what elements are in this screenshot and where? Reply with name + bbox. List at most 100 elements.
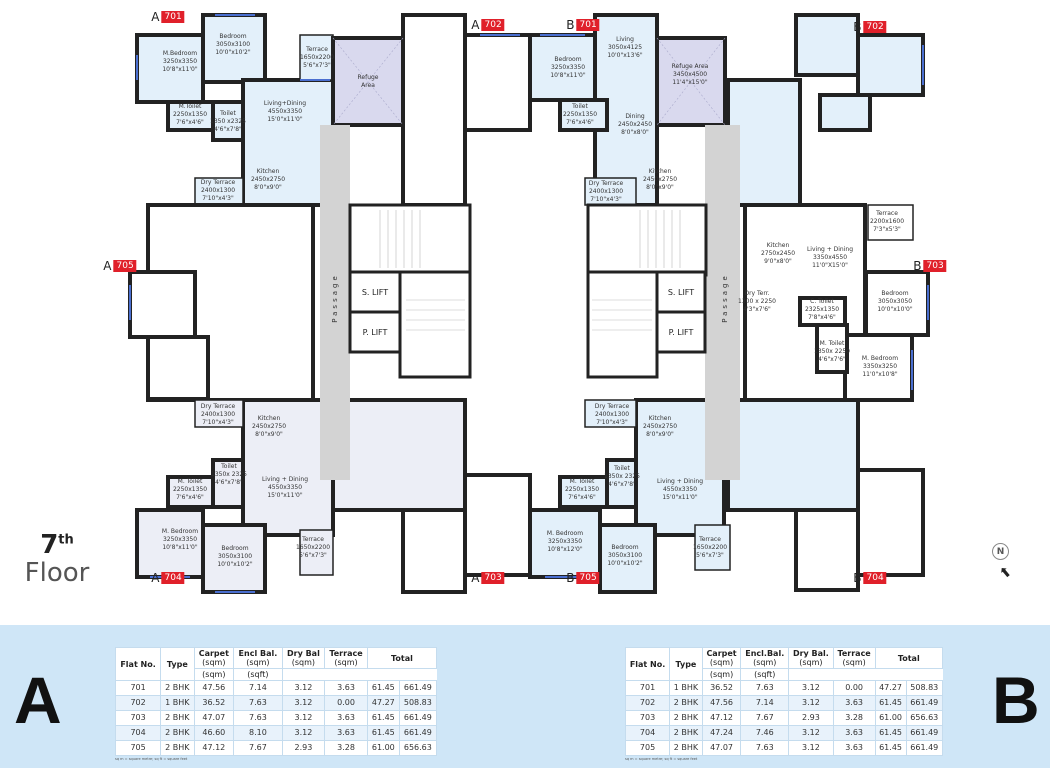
header-unit: (sqm) (202, 658, 226, 667)
header-label: Total (391, 653, 413, 663)
unit-number: 701 (576, 19, 600, 31)
table-cell: 7.63 (740, 680, 790, 696)
table-cell: 656.63 (905, 710, 944, 726)
table-cell: 61.45 (366, 680, 400, 696)
unit-wing: B (566, 571, 575, 585)
table-cell: 661.49 (398, 710, 438, 726)
room-metric: 1650x2200 (299, 54, 335, 61)
room-metric: 3250x3350 (162, 58, 198, 65)
room-name: Dry Terrace (588, 180, 624, 187)
table-cell: 656.63 (398, 740, 438, 756)
column-header: Terrace(sqm) (832, 647, 876, 669)
room-imperial: 11'0"X15'0" (812, 262, 848, 269)
room-metric: 3250x3350 (550, 64, 586, 71)
table-cell: 47.56 (701, 695, 742, 711)
unit-wing: A (471, 18, 480, 32)
room-imperial: 7'10"x4'3" (596, 419, 628, 426)
room-name: M. Bedroom (861, 355, 899, 362)
table-subheader-row: (sqm)(sqft) (626, 668, 943, 681)
unit-wing: B (853, 20, 862, 34)
room-imperial: 15'0"x11'0" (267, 492, 303, 499)
room-metric: 3050x3050 (877, 298, 913, 305)
passenger-lift-left: P. LIFT (362, 327, 388, 337)
room-name: Refuge Area (671, 63, 709, 70)
room-metric: 3250x3350 (547, 538, 583, 545)
table-cell: 2.93 (281, 740, 326, 756)
room-metric: 4550x3350 (267, 108, 303, 115)
table-cell: 704 (114, 725, 162, 741)
room-imperial: 10'8"x12'0" (547, 546, 583, 553)
table-cell: 3.12 (281, 680, 326, 696)
room-imperial: 7'10"x4'3" (202, 195, 234, 202)
column-header: Type (160, 647, 195, 681)
floor-title: 7th Floor (22, 530, 92, 586)
table-cell: 3.12 (788, 725, 834, 741)
room-metric: 1650x2200 (295, 544, 331, 551)
table-cell: 2 BHK (669, 710, 703, 726)
table-cell: 7.46 (740, 725, 790, 741)
room-metric: 2450x2750 (642, 423, 678, 430)
room-name: Kitchen (257, 415, 281, 422)
table-cell: 61.45 (366, 725, 400, 741)
room-metric: 4550x3350 (662, 486, 698, 493)
unit-wing: A (471, 571, 480, 585)
room-imperial: 4'6"x7'8" (214, 126, 242, 133)
room-imperial: 5'6"x7'3" (696, 552, 724, 559)
table-cell: 61.45 (366, 710, 400, 726)
table-cell: 61.45 (874, 740, 907, 756)
unit-number: 705 (576, 572, 600, 584)
room-imperial: 10'8"x11'0" (550, 72, 586, 79)
room-metric: 1350x 2250 (814, 348, 850, 355)
room-imperial: 4'6"x7'8" (608, 481, 636, 488)
unit-number: 704 (161, 572, 185, 584)
unit-number: 702 (863, 21, 887, 33)
room-name: M. Bedroom (546, 530, 584, 537)
column-subheader: (sqm) (701, 668, 742, 681)
table-cell: 661.49 (398, 680, 438, 696)
room-imperial: 11'4"x15'0" (672, 79, 708, 86)
table-cell: 7.63 (233, 695, 283, 711)
table-cell: 508.83 (398, 695, 438, 711)
header-label: Dry Bal. (792, 649, 829, 658)
room-name: Bedroom (611, 544, 639, 551)
room-name: Kitchen (648, 168, 672, 175)
room-name: Toilet (220, 110, 236, 117)
room-imperial: 10'0"x13'6" (607, 52, 643, 59)
room-metric: 2250x1350 (562, 111, 598, 118)
unit-wing: B (853, 571, 862, 585)
table-cell: 47.07 (701, 740, 742, 756)
column-header: Flat No. (624, 647, 671, 681)
room-imperial: 8'0"x9'0" (255, 431, 283, 438)
room-imperial: 15'0"x11'0" (662, 494, 698, 501)
header-label: Encl Bal. (238, 649, 278, 658)
passage-label-left: Passage (331, 273, 339, 323)
room-metric: 3250x3350 (162, 536, 198, 543)
room-name: Living+Dining (263, 100, 307, 107)
table-cell: 61.45 (874, 695, 907, 711)
room-name: Dry Terrace (200, 403, 236, 410)
table-cell: 0.00 (324, 695, 368, 711)
room-name: M. Toilet (177, 478, 203, 485)
room-metric: 2400x1300 (594, 411, 630, 418)
floor-number: 7th (22, 530, 92, 560)
table-cell: 47.12 (193, 740, 235, 756)
column-header: Carpet(sqm) (701, 647, 742, 669)
